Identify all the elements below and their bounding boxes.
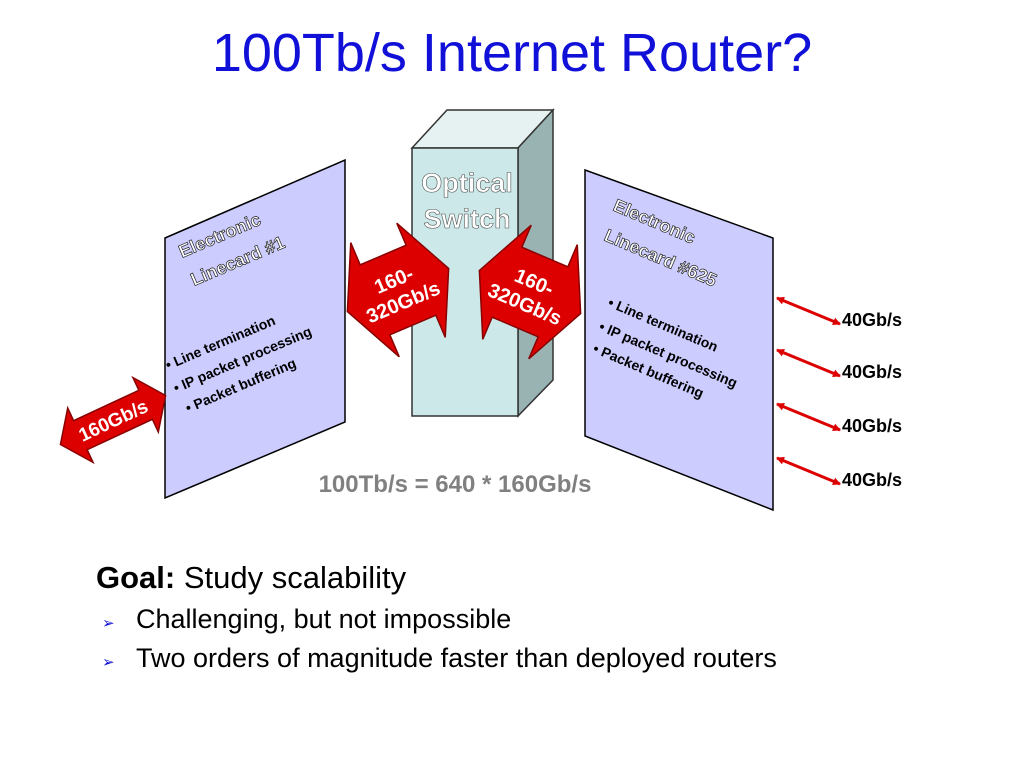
port-label-3: 40Gb/s xyxy=(842,416,902,436)
linecard-left: Electronic Linecard #1 • Line terminatio… xyxy=(163,158,346,500)
goal-item-1-text: Challenging, but not impossible xyxy=(136,604,512,634)
switch-link-left-arrow: 160- 320Gb/s xyxy=(346,222,450,358)
port-label-4: 40Gb/s xyxy=(842,470,902,490)
switch-link-left-shape xyxy=(346,222,450,358)
input-link-arrow: 160Gb/s xyxy=(59,375,167,465)
arrow-bullet-icon: ➢ xyxy=(102,654,115,671)
router-diagram: Optical Switch Electronic Linecard #1 • … xyxy=(59,108,902,512)
goal-line: Goal: Study scalability xyxy=(96,560,996,596)
goal-text: Study scalability xyxy=(175,560,407,595)
goal-label: Goal: xyxy=(96,560,176,595)
optical-switch-label-2: Switch xyxy=(423,204,510,234)
goal-section: Goal: Study scalability ➢ Challenging, bu… xyxy=(96,560,996,682)
port-link-4 xyxy=(776,456,841,486)
goal-item-2-text: Two orders of magnitude faster than depl… xyxy=(136,643,777,673)
linecard-right: Electronic Linecard #625 • Line terminat… xyxy=(584,168,774,512)
linecard-left-panel xyxy=(164,158,346,500)
slide-title: 100Tb/s Internet Router? xyxy=(211,23,813,83)
linecard-right-panel xyxy=(584,168,774,512)
optical-switch-label-1: Optical xyxy=(421,168,513,198)
input-link-arrow-shape xyxy=(59,375,167,465)
goal-item-1: ➢ Challenging, but not impossible xyxy=(96,604,996,635)
port-link-3 xyxy=(776,402,841,432)
port-links: 40Gb/s 40Gb/s 40Gb/s 40Gb/s xyxy=(776,296,902,490)
capacity-equation: 100Tb/s = 640 * 160Gb/s xyxy=(319,471,592,498)
goal-item-2: ➢ Two orders of magnitude faster than dep… xyxy=(96,643,996,674)
port-link-2 xyxy=(776,348,841,378)
port-link-1 xyxy=(776,296,841,326)
port-label-1: 40Gb/s xyxy=(842,310,902,330)
arrow-bullet-icon: ➢ xyxy=(102,615,115,632)
port-label-2: 40Gb/s xyxy=(842,362,902,382)
switch-link-right-shape xyxy=(478,224,582,360)
optical-switch: Optical Switch xyxy=(410,108,555,418)
